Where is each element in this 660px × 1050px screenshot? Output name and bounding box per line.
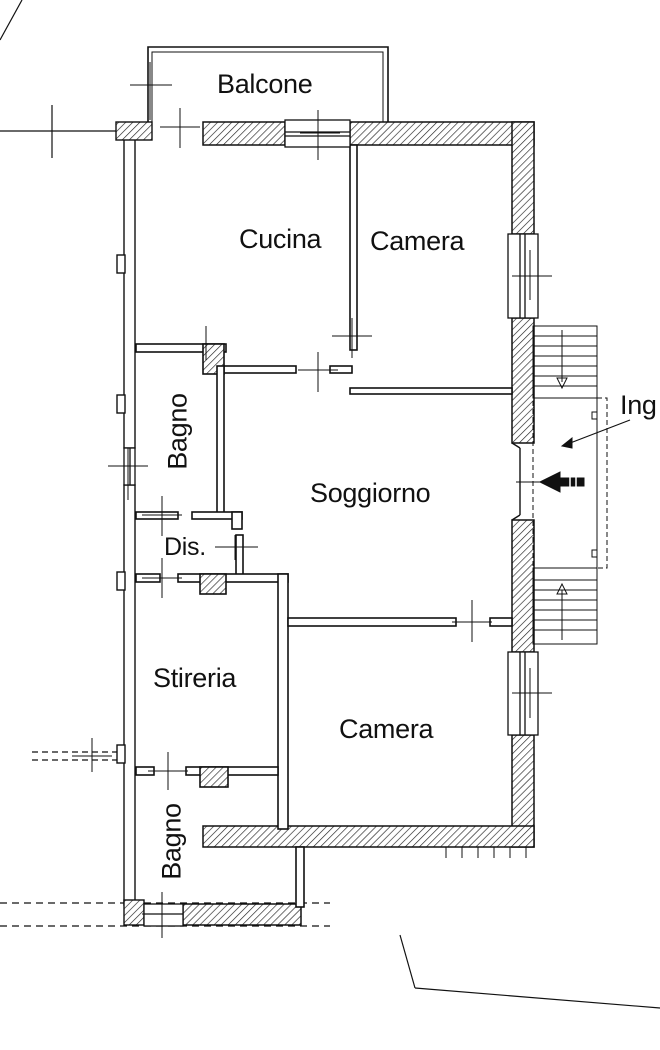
room-label-stireria: Stireria bbox=[153, 663, 237, 693]
outer-left-wall bbox=[115, 121, 153, 926]
external-stairs bbox=[532, 325, 608, 645]
site-lines bbox=[0, 0, 660, 1009]
room-label-dis: Dis. bbox=[164, 533, 206, 561]
entrance-label: Ing bbox=[620, 390, 657, 420]
entrance-arrow bbox=[538, 419, 631, 493]
thick-walls bbox=[182, 121, 535, 926]
survey-crosses bbox=[72, 62, 552, 938]
interior-walls bbox=[135, 144, 513, 908]
room-label-camera-bottom: Camera bbox=[339, 714, 434, 744]
room-label-bagno-top: Bagno bbox=[162, 393, 193, 470]
room-label-camera-top: Camera bbox=[370, 226, 465, 256]
room-label-bagno-bottom: Bagno bbox=[156, 803, 187, 880]
hatch-ticks bbox=[445, 847, 527, 858]
room-label-soggiorno: Soggiorno bbox=[310, 478, 431, 508]
room-label-balcone: Balcone bbox=[217, 69, 313, 99]
room-label-cucina: Cucina bbox=[239, 224, 322, 254]
